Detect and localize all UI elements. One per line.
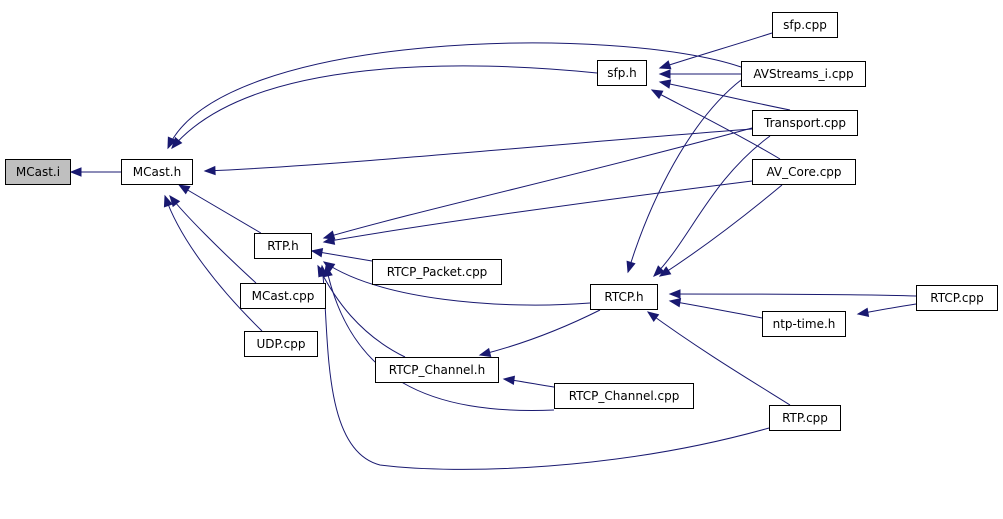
node-label: AVStreams_i.cpp [753,67,854,81]
node-label: RTCP_Packet.cpp [386,265,488,279]
arrowhead-sfp_cpp-to-sfp_h [658,60,672,70]
edge-rtp_h-to-mcast_h [178,184,262,234]
node-ntp-time-h[interactable]: ntp-time.h [762,311,846,337]
node-rtp-cpp[interactable]: RTP.cpp [769,405,841,431]
arrowhead-mcast_h-to-mcast_i [69,167,82,177]
node-rtcp-channel-cpp[interactable]: RTCP_Channel.cpp [554,383,694,409]
arrowhead-rtp_h-to-mcast_h [177,184,191,195]
node-sfp-cpp[interactable]: sfp.cpp [772,12,838,38]
edge-transport_cpp-to-mcast_h [204,128,753,172]
node-label: RTCP_Channel.h [388,363,486,377]
node-label: RTCP.cpp [930,291,984,305]
edge-mcast_cpp-to-mcast_h [169,195,257,284]
node-label: RTCP.h [604,290,644,304]
node-udp-cpp[interactable]: UDP.cpp [244,331,318,357]
node-transport-cpp[interactable]: Transport.cpp [752,110,858,136]
edge-avstreams_i_cpp-to-mcast_h [167,42,742,149]
arrowhead-rtcp_cpp-to-ntp_time_h [856,307,870,317]
edge-rtcp_channel_h-to-rtp_h [317,265,406,358]
edge-av_core_cpp-to-rtcp_h [659,184,783,277]
edge-rtcp_h-to-rtp_h [323,261,591,306]
node-label: ntp-time.h [772,317,836,331]
node-rtcp-h[interactable]: RTCP.h [590,284,658,310]
node-label: UDP.cpp [256,337,306,351]
edge-transport_cpp-to-sfp_h [659,81,791,111]
edge-udp_cpp-to-mcast_h [164,195,263,332]
node-rtcp-packet-cpp[interactable]: RTCP_Packet.cpp [372,259,502,285]
arrowhead-transport_cpp-to-mcast_h [203,165,216,176]
arrowhead-rtcp_packet_cpp-to-rtp_h [310,247,324,258]
arrowhead-rtcp_cpp-to-rtcp_h [668,289,681,299]
node-rtcp-channel-h[interactable]: RTCP_Channel.h [375,357,499,383]
edge-sfp_h-to-mcast_h [171,65,598,149]
arrowhead-rtp_cpp-to-rtp_h [318,264,329,278]
arrowhead-mcast_cpp-to-mcast_h [169,194,181,208]
node-avstreams-i-cpp[interactable]: AVStreams_i.cpp [741,61,866,87]
arrowhead-avstreams_i_cpp-to-sfp_h [658,69,671,79]
node-label: RTCP_Channel.cpp [568,389,680,403]
node-label: sfp.cpp [783,18,827,32]
arrowhead-transport_cpp-to-sfp_h [658,79,672,89]
arrowhead-transport_cpp-to-rtcp_h [653,265,665,277]
edge-rtp_cpp-to-rtp_h [321,265,770,470]
node-label: RTP.h [267,239,299,253]
arrowhead-rtcp_channel_cpp-to-rtcp_channel_h [502,375,516,386]
edge-sfp_cpp-to-sfp_h [659,32,773,69]
arrowhead-udp_cpp-to-mcast_h [163,194,173,208]
node-av-core-cpp[interactable]: AV_Core.cpp [752,159,856,185]
edge-transport_cpp-to-rtcp_h [653,135,771,277]
edge-rtcp_channel_cpp-to-rtp_h [325,265,555,411]
node-label: RTP.cpp [782,411,828,425]
node-label: Transport.cpp [764,116,846,130]
node-label: AV_Core.cpp [766,165,842,179]
edge-ntp_time_h-to-rtcp_h [669,300,763,319]
node-label: MCast.h [132,165,182,179]
edge-rtcp_cpp-to-rtcp_h [669,293,917,297]
arrowhead-avstreams_i_cpp-to-rtcp_h [626,260,636,274]
node-sfp-h[interactable]: sfp.h [597,60,647,86]
edge-av_core_cpp-to-sfp_h [651,89,781,160]
node-mcast-cpp[interactable]: MCast.cpp [240,283,326,309]
arrowhead-av_core_cpp-to-sfp_h [650,89,664,100]
edge-avstreams_i_cpp-to-rtcp_h [627,79,742,273]
edge-rtcp_h-to-rtcp_channel_h [479,309,601,356]
edge-av_core_cpp-to-rtp_h [323,180,753,243]
edge-rtp_cpp-to-rtcp_h [647,311,791,406]
edge-transport_cpp-to-rtp_h [323,127,753,239]
node-label: sfp.h [607,66,637,80]
arrowhead-avstreams_i_cpp-to-mcast_h [167,136,177,150]
node-rtp-h[interactable]: RTP.h [254,233,312,259]
node-mcast-h[interactable]: MCast.h [121,159,193,185]
node-rtcp-cpp[interactable]: RTCP.cpp [916,285,998,311]
arrowhead-rtcp_h-to-rtcp_channel_h [478,347,492,358]
arrowhead-rtcp_h-to-rtp_h [322,261,336,272]
node-mcast-i[interactable]: MCast.i [5,159,71,185]
arrowhead-ntp_time_h-to-rtcp_h [668,298,682,308]
arrowhead-av_core_cpp-to-rtp_h [322,235,336,245]
arrowhead-rtp_cpp-to-rtcp_h [646,311,660,323]
node-label: MCast.cpp [251,289,315,303]
node-label: MCast.i [15,165,61,179]
arrowhead-av_core_cpp-to-rtcp_h [658,266,672,277]
